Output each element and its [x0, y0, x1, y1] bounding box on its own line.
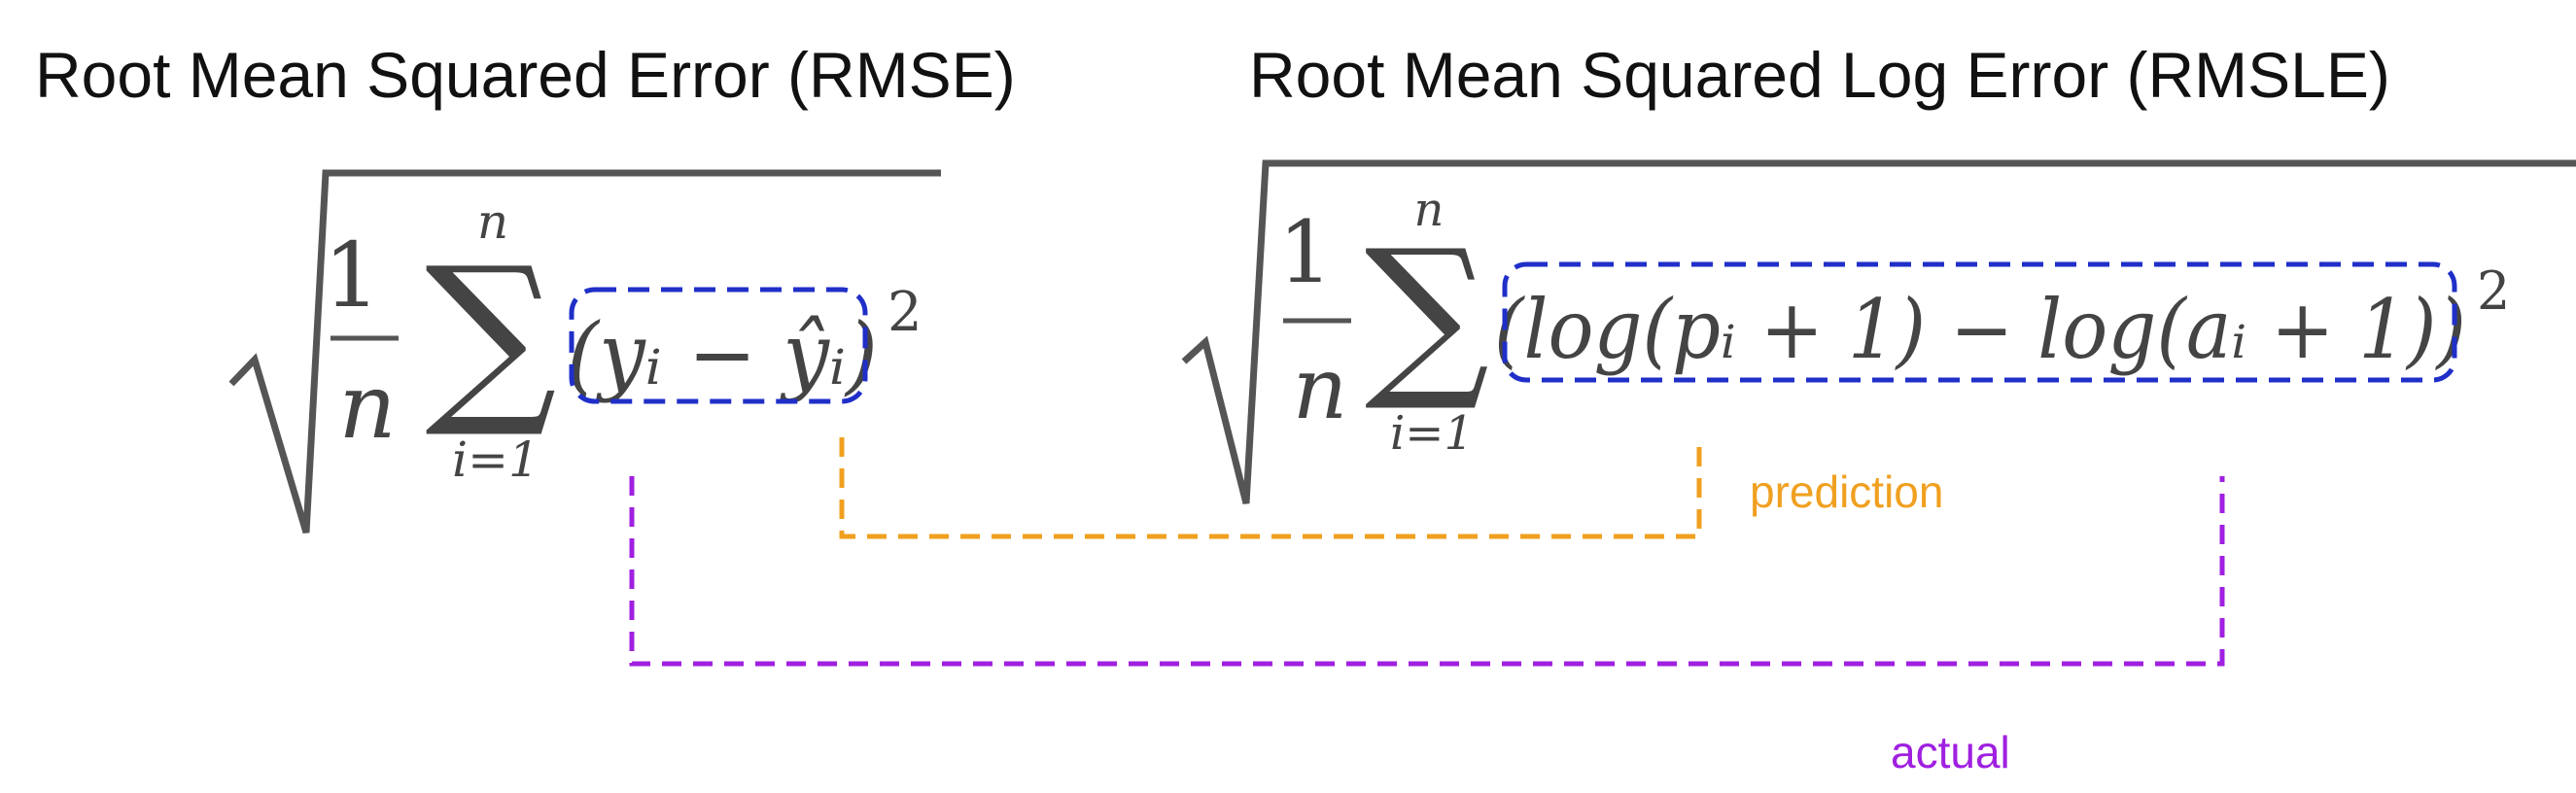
rmse-sum-lower-limit: i=1 — [452, 431, 540, 488]
prediction-label: prediction — [1750, 466, 1943, 517]
rmse-sum-upper-limit: n — [477, 193, 508, 250]
rmsle-formula: 1 n n ∑ i=1 (log(pᵢ + 1) − log(aᵢ + 1)) … — [1181, 159, 2576, 504]
rmsle-sum-lower-limit: i=1 — [1390, 406, 1474, 461]
rmsle-radical-sign — [1181, 159, 2576, 504]
rmsle-squared-term: (log(pᵢ + 1) − log(aᵢ + 1)) — [1494, 282, 2466, 377]
rmsle-sigma-symbol: ∑ — [1365, 213, 1490, 416]
rmse-exponent: 2 — [888, 281, 922, 344]
actual-label: actual — [1891, 727, 2010, 777]
rmsle-sum-upper-limit: n — [1414, 183, 1445, 237]
rmsle-title: Root Mean Squared Log Error (RMSLE) — [1249, 39, 2390, 111]
actual-connector-line — [629, 476, 2225, 667]
rmse-title: Root Mean Squared Error (RMSE) — [35, 39, 1016, 111]
rmse-formula: 1 n n ∑ i=1 (yᵢ − ŷᵢ) 2 — [228, 169, 941, 534]
rmse-fraction-denominator: n — [338, 355, 396, 459]
rmse-sigma-symbol: ∑ — [425, 227, 557, 442]
rmsle-highlight-box — [1502, 261, 2457, 383]
rmsle-exponent: 2 — [2477, 260, 2510, 322]
rmsle-fraction-denominator: n — [1293, 338, 1348, 438]
rmse-fraction-numerator: 1 — [324, 224, 381, 328]
prediction-connector-line — [839, 437, 1702, 539]
rmsle-fraction-numerator: 1 — [1278, 202, 1333, 302]
rmse-radical-sign — [228, 169, 941, 534]
rmse-squared-term: (yᵢ − ŷᵢ) — [567, 304, 878, 404]
rmse-highlight-box — [569, 287, 868, 404]
